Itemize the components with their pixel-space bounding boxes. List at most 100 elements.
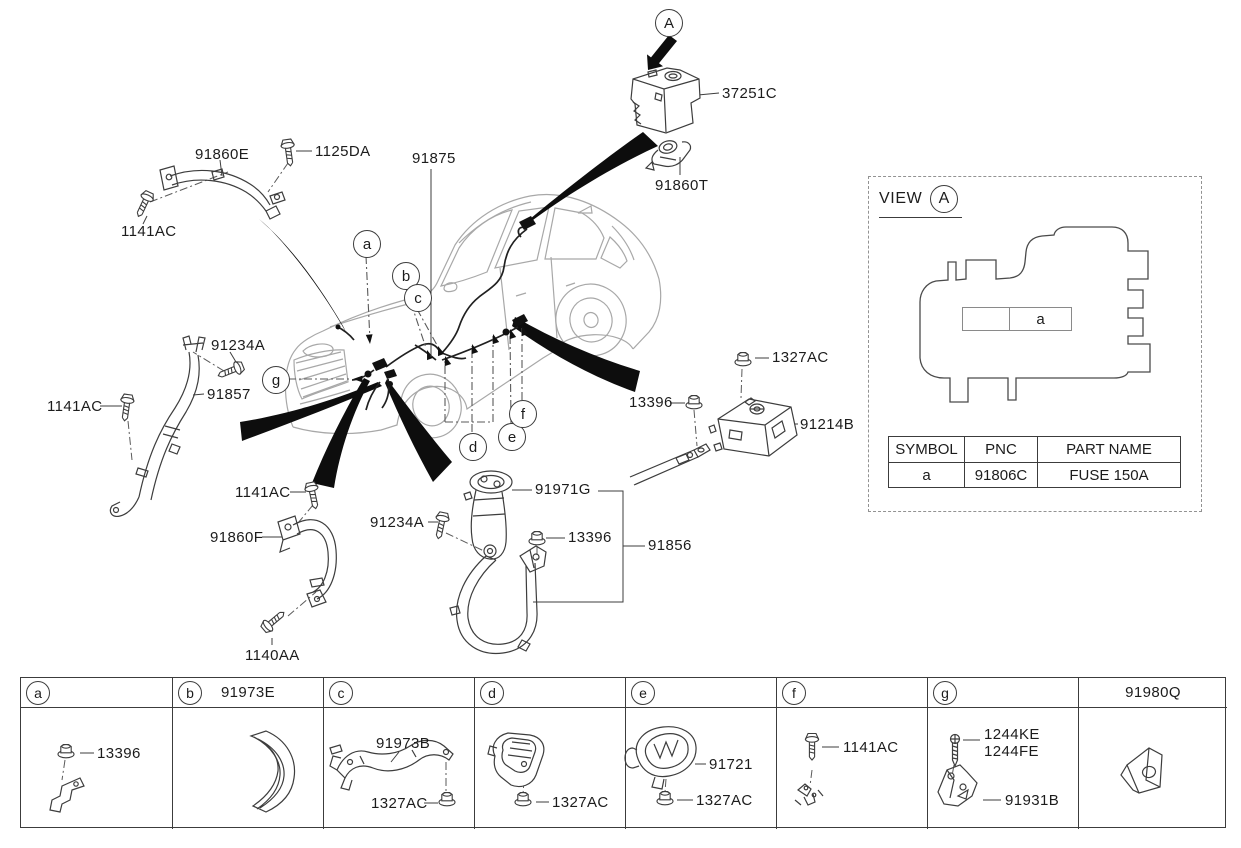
body-cell-91980q: [1079, 708, 1227, 829]
bolt-1141ac-low: [303, 480, 323, 511]
header-callout-a: a: [26, 681, 50, 705]
header-callout-c: c: [329, 681, 353, 705]
callout-circle-A: A: [655, 9, 683, 37]
part-label-13396-right: 13396: [629, 394, 673, 411]
fastener-alignment-lines: [61, 162, 955, 795]
view-a-panel: VIEW A: [868, 176, 1202, 512]
body-cell-c: [324, 708, 475, 829]
header-label-91980q: 91980Q: [1125, 684, 1181, 701]
swoosh-arrows: [240, 35, 677, 488]
symbol-table-header-symbol: SYMBOL: [888, 436, 965, 463]
symbol-table-row: a 91806C FUSE 150A: [888, 462, 1181, 488]
nut-1327ac-right: [734, 351, 752, 367]
cell-label-1327ac-c: 1327AC: [371, 795, 428, 812]
cell-label-13396: 13396: [97, 745, 141, 762]
cell-f-drawing: [794, 732, 824, 806]
part-91857-drawing: [109, 335, 206, 517]
cell-label-91721: 91721: [709, 756, 753, 773]
body-cell-a: [21, 708, 173, 829]
callout-circle-c: c: [404, 284, 432, 312]
part-label-1125da: 1125DA: [315, 143, 371, 160]
view-direction-arrow: [647, 35, 677, 70]
cell-g-drawing: [937, 733, 978, 807]
part-37251c-drawing: [630, 67, 701, 134]
cell-label-91973b: 91973B: [376, 735, 431, 752]
header-cell-e: e: [626, 678, 777, 708]
header-cell-g: g: [928, 678, 1079, 708]
cell-d-drawing: [487, 732, 545, 807]
part-label-91214b: 91214B: [800, 416, 855, 433]
cell-label-91931b: 91931B: [1005, 792, 1060, 809]
part-label-91875: 91875: [412, 150, 456, 167]
cell-h-drawing-91980q: [1120, 747, 1163, 794]
symbol-cell: a: [888, 462, 965, 488]
harness-91875-drawing: [335, 216, 536, 411]
header-cell-91980q: 91980Q: [1079, 678, 1227, 708]
fuse-symbol-cell-empty: [963, 308, 1010, 330]
cell-label-1244fe: 1244FE: [984, 743, 1039, 760]
car-outline-drawing: [284, 193, 662, 439]
header-cell-a: a: [21, 678, 173, 708]
part-label-91856: 91856: [648, 537, 692, 554]
part-label-91860e: 91860E: [195, 146, 250, 163]
part-label-1140aa: 1140AA: [245, 647, 300, 664]
fuse-symbol-cell: a: [962, 307, 1072, 331]
partname-cell: FUSE 150A: [1037, 462, 1181, 488]
pnc-cell: 91806C: [964, 462, 1038, 488]
ground-strap-drawing: [629, 443, 711, 486]
cell-e-drawing-91721: [624, 726, 697, 806]
bottom-parts-table: a b 91973E c d e f g 91980Q: [20, 677, 1227, 829]
bolt-91234a-ctr: [431, 510, 451, 541]
view-a-letter-circle: A: [930, 185, 959, 213]
symbol-table-header-pnc: PNC: [964, 436, 1038, 463]
header-label-91973e: 91973E: [220, 684, 276, 701]
nut-13396-right: [685, 394, 703, 410]
part-91971g-drawing: [463, 470, 513, 560]
callout-circle-f: f: [509, 400, 537, 428]
body-cell-d: [475, 708, 626, 829]
body-cell-e: [626, 708, 777, 829]
cell-label-1244ke: 1244KE: [984, 726, 1040, 743]
label-leader-lines: [80, 92, 1001, 804]
part-label-91857: 91857: [207, 386, 251, 403]
view-a-fusebox-outline: [919, 226, 1151, 403]
bolt-1125da: [279, 138, 298, 168]
part-label-1141ac-top: 1141AC: [121, 223, 177, 240]
cell-label-1327ac-e: 1327AC: [696, 792, 753, 809]
part-label-1141ac-left: 1141AC: [47, 398, 103, 415]
part-91860t-drawing: [644, 140, 692, 171]
part-label-1141ac-low: 1141AC: [235, 484, 291, 501]
part-91214b-drawing: [708, 397, 798, 457]
cell-label-1327ac-d: 1327AC: [552, 794, 609, 811]
part-label-91860t: 91860T: [655, 177, 709, 194]
header-cell-b: b 91973E: [173, 678, 324, 708]
cell-c-drawing-91973b: [329, 739, 456, 807]
part-label-91971g: 91971G: [535, 481, 591, 498]
symbol-table-header-partname: PART NAME: [1037, 436, 1181, 463]
part-label-13396-ctr: 13396: [568, 529, 612, 546]
header-callout-b: b: [178, 681, 202, 705]
bolt-1141ac-top: [131, 188, 157, 220]
bolt-1140aa: [258, 606, 289, 636]
part-91856-drawing: [449, 544, 547, 655]
view-a-title: VIEW A: [879, 185, 963, 218]
part-91860f-drawing: [277, 515, 337, 608]
cell-b-drawing-91973e: [249, 730, 296, 813]
header-callout-e: e: [631, 681, 655, 705]
header-cell-f: f: [777, 678, 928, 708]
callout-circle-a: a: [353, 230, 381, 258]
nut-13396-ctr: [528, 530, 546, 546]
fuse-symbol-cell-a: a: [1036, 310, 1045, 328]
body-cell-b: [173, 708, 324, 829]
header-callout-d: d: [480, 681, 504, 705]
part-label-37251c: 37251C: [722, 85, 777, 102]
callout-arrowheads: [353, 324, 529, 383]
callout-circle-g: g: [262, 366, 290, 394]
cell-label-1141ac-f: 1141AC: [843, 739, 899, 756]
cell-a-drawing: [49, 743, 85, 813]
part-label-1327ac-right: 1327AC: [772, 349, 829, 366]
header-cell-d: d: [475, 678, 626, 708]
part-label-91234a-ctr: 91234A: [370, 514, 425, 531]
